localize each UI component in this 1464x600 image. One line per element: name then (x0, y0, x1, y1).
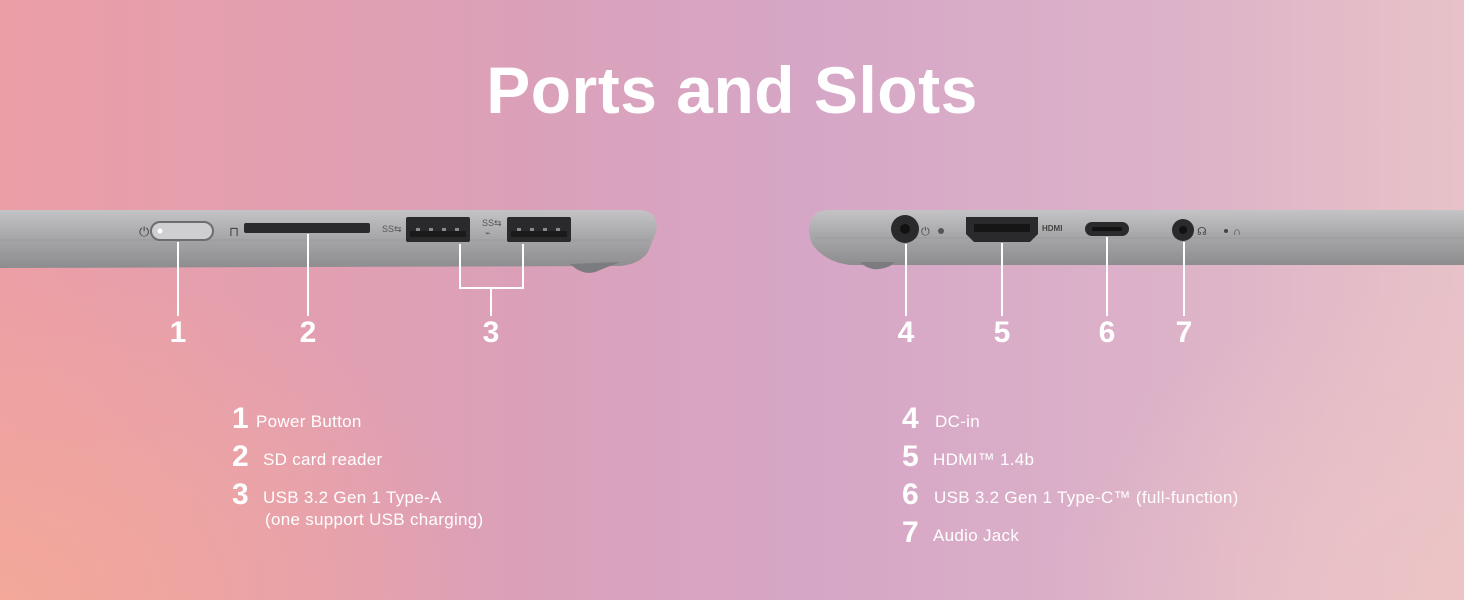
legend-text-secondary: (one support USB charging) (265, 510, 484, 529)
legend-item: 7 Audio Jack (902, 516, 1302, 560)
legend-right: 4 DC-in 5 HDMI™ 1.4b 6 USB 3.2 Gen 1 Typ… (902, 402, 1302, 560)
hdmi-port-label: HDMI (1042, 224, 1062, 233)
power-button-port: ⏻ (139, 221, 214, 241)
page-title: Ports and Slots (486, 53, 978, 127)
power-plug-icon: ⏻ (921, 226, 930, 238)
sd-card-reader-port: ⊓ (229, 223, 370, 239)
legend-text: USB 3.2 Gen 1 Type-C™ (full-function) (934, 488, 1239, 507)
legend-item: 6 USB 3.2 Gen 1 Type-C™ (full-function) (902, 478, 1302, 522)
legend-item: 1 Power Button (232, 402, 552, 446)
legend-item: 3 USB 3.2 Gen 1 Type-A (one support USB … (232, 478, 552, 529)
legend-item: 5 HDMI™ 1.4b (902, 440, 1302, 484)
callout-number-3: 3 (482, 316, 500, 349)
legend-number: 2 (232, 440, 249, 473)
superspeed-usb-icon: SS⇆ (382, 224, 402, 234)
usb-charging-icon: SS⇆ (482, 218, 502, 228)
dc-in-port: ⏻ (891, 215, 944, 243)
legend-text: Power Button (256, 412, 362, 431)
legend-number: 1 (232, 402, 249, 435)
hdmi-port: HDMI (966, 217, 1062, 242)
callout-number-4: 4 (897, 316, 915, 349)
callout-number-7: 7 (1175, 316, 1193, 349)
legend-number: 3 (232, 478, 249, 511)
usb-a-port-1: SS⇆ (382, 217, 470, 242)
callout-number-1: 1 (169, 316, 187, 349)
legend-number: 7 (902, 516, 919, 549)
power-icon: ⏻ (139, 224, 149, 239)
headphone-icon: ∩ (1233, 226, 1241, 238)
legend-item: 4 DC-in (902, 402, 1302, 446)
callout-number-6: 6 (1098, 316, 1116, 349)
legend-item: 2 SD card reader (232, 440, 552, 484)
callout-lines (177, 234, 1185, 316)
audio-jack-port: ☊ ∩ (1172, 219, 1241, 241)
svg-text:⌁: ⌁ (485, 228, 490, 238)
legend-number: 5 (902, 440, 919, 473)
sd-card-icon: ⊓ (229, 224, 239, 239)
callout-number-2: 2 (299, 316, 317, 349)
usb-c-port (1085, 222, 1129, 236)
legend-text: SD card reader (263, 450, 383, 469)
legend-text: DC-in (935, 412, 980, 431)
headset-icon: ☊ (1197, 226, 1207, 238)
callout-number-5: 5 (993, 316, 1011, 349)
legend-number: 6 (902, 478, 919, 511)
legend-left: 1 Power Button 2 SD card reader 3 USB 3.… (232, 402, 552, 529)
legend-text: USB 3.2 Gen 1 Type-A (263, 488, 442, 507)
usb-a-port-2: SS⇆ ⌁ (482, 217, 571, 242)
legend-number: 4 (902, 402, 919, 435)
legend-text: Audio Jack (933, 526, 1020, 545)
legend-text: HDMI™ 1.4b (933, 450, 1035, 469)
